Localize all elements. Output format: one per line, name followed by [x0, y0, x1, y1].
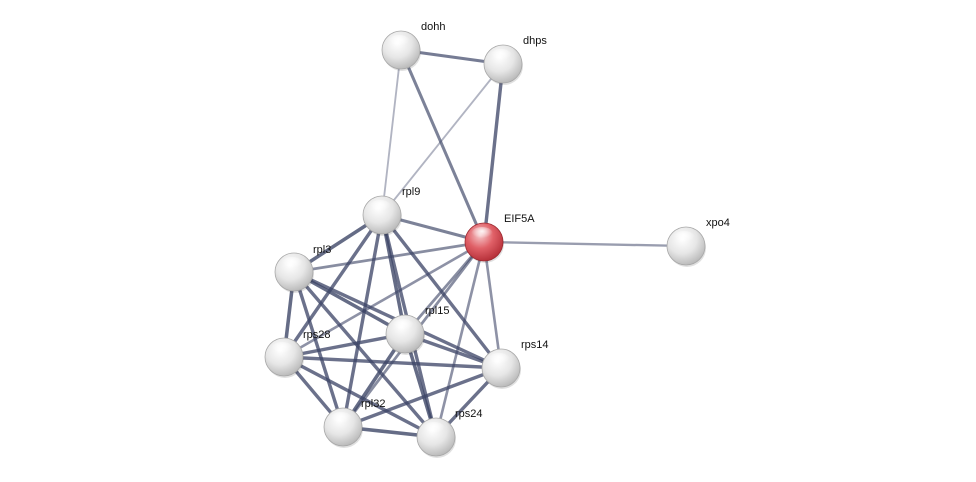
node-rpl9[interactable]: rpl9 [362, 186, 420, 236]
edge-rps28-rps14[interactable] [282, 355, 503, 370]
node-EIF5A[interactable]: EIF5A [464, 213, 535, 263]
edge-rpl3-rps24[interactable] [292, 270, 438, 439]
node-rps28[interactable]: rps28 [264, 329, 331, 378]
node-label-rpl9: rpl9 [402, 186, 420, 198]
node-label-dohh: dohh [421, 21, 445, 33]
node-rps14[interactable]: rps14 [481, 339, 549, 389]
node-label-xpo4: xpo4 [706, 217, 730, 229]
edge-rps14-rpl32[interactable] [341, 366, 503, 429]
node-label-rps24: rps24 [455, 408, 483, 420]
node-dhps[interactable]: dhps [483, 35, 547, 85]
node-label-rps28: rps28 [303, 329, 331, 341]
edge-rpl9-rps14[interactable] [380, 213, 503, 370]
node-highlight [488, 353, 510, 367]
node-rpl15[interactable]: rpl15 [385, 305, 449, 355]
node-xpo4[interactable]: xpo4 [666, 217, 730, 267]
node-highlight [423, 422, 445, 436]
node-highlight [490, 49, 512, 63]
node-highlight [271, 342, 293, 356]
edge-rpl9-rps28[interactable] [282, 213, 384, 359]
node-highlight [369, 200, 391, 214]
node-rpl3[interactable]: rpl3 [274, 244, 331, 293]
node-rps24[interactable]: rps24 [416, 408, 483, 458]
edge-dohh-rpl9[interactable] [381, 49, 402, 216]
node-highlight [281, 257, 303, 271]
node-label-rpl3: rpl3 [313, 244, 331, 256]
node-dohh[interactable]: dohh [381, 21, 445, 71]
node-label-rpl32: rpl32 [361, 398, 385, 410]
node-highlight [330, 412, 352, 426]
node-highlight [388, 35, 410, 49]
edge-EIF5A-rps28[interactable] [282, 240, 486, 359]
node-label-rps14: rps14 [521, 339, 549, 351]
node-highlight [471, 227, 493, 241]
edge-dohh-EIF5A[interactable] [399, 48, 486, 244]
node-rpl32[interactable]: rpl32 [323, 398, 385, 448]
edge-EIF5A-xpo4[interactable] [482, 240, 688, 248]
node-highlight [673, 231, 695, 245]
edge-dhps-rpl9[interactable] [381, 63, 504, 216]
edge-EIF5A-rps24[interactable] [434, 240, 486, 439]
node-label-EIF5A: EIF5A [504, 213, 535, 225]
edge-EIF5A-rps14[interactable] [482, 240, 503, 370]
node-highlight [392, 319, 414, 333]
node-label-rpl15: rpl15 [425, 305, 449, 317]
node-label-dhps: dhps [523, 35, 547, 47]
edge-rpl15-rps28[interactable] [282, 332, 407, 359]
edge-rps28-rps24[interactable] [282, 355, 438, 439]
edge-dhps-EIF5A[interactable] [482, 62, 505, 244]
